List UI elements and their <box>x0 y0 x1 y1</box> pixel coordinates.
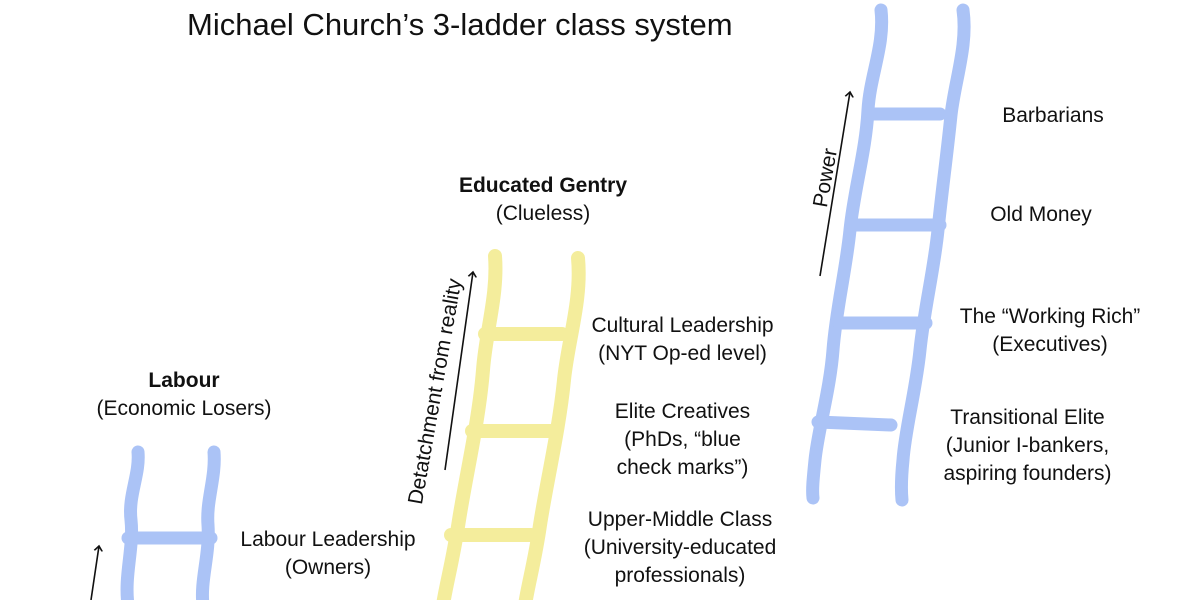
labour-rung-1-sublabel: (Owners) <box>284 556 372 579</box>
elite-rung-4-sublabel: (Junior I-bankers, <box>945 434 1110 457</box>
labour-ladder-left-rail <box>120 445 145 600</box>
elite-rung-4-label: Transitional Elite <box>950 406 1105 429</box>
elite-rung-1-label: Barbarians <box>1002 104 1104 127</box>
elite-rung-4-sublabel-2: aspiring founders) <box>943 462 1112 485</box>
labour-ladder <box>120 445 221 600</box>
elite-arrow <box>819 92 850 277</box>
elite-ladder-left-rail <box>806 3 889 505</box>
gentry-rung-1-label: Cultural Leadership <box>591 314 774 337</box>
gentry-heading: Educated Gentry <box>458 174 628 197</box>
gentry-rung-3-sublabel: (University-educated <box>583 536 777 559</box>
gentry-rung-3-sublabel-2: professionals) <box>614 564 746 587</box>
gentry-ladder-right-rail <box>518 251 586 600</box>
gentry-rung-1-sublabel: (NYT Op-ed level) <box>598 342 767 365</box>
elite-ladder <box>806 3 971 507</box>
gentry-rung-2-sublabel: (PhDs, “blue <box>624 428 741 451</box>
gentry-arrow <box>444 272 473 471</box>
gentry-subheading: (Clueless) <box>495 202 591 225</box>
gentry-ladder <box>436 249 586 600</box>
elite-ladder-rung-4 <box>811 415 898 432</box>
gentry-rung-2-sublabel-2: check marks”) <box>616 456 749 479</box>
elite-rung-3-label: The “Working Rich” <box>959 305 1141 328</box>
gentry-rung-3-label: Upper-Middle Class <box>587 508 773 531</box>
labour-ladder-right-rail <box>195 445 221 600</box>
labour-heading: Labour <box>148 369 220 392</box>
labour-arrow <box>90 546 99 600</box>
diagram-title: Michael Church’s 3-ladder class system <box>187 7 733 42</box>
elite-rung-2-label: Old Money <box>990 203 1092 226</box>
gentry-ladder-left-rail <box>436 249 503 600</box>
elite-ladder-right-rail <box>894 3 971 507</box>
labour-subheading: (Economic Losers) <box>96 397 272 420</box>
labour-rung-1-label: Labour Leadership <box>240 528 416 551</box>
gentry-rung-2-label: Elite Creatives <box>614 400 751 423</box>
elite-rung-3-sublabel: (Executives) <box>992 333 1108 356</box>
